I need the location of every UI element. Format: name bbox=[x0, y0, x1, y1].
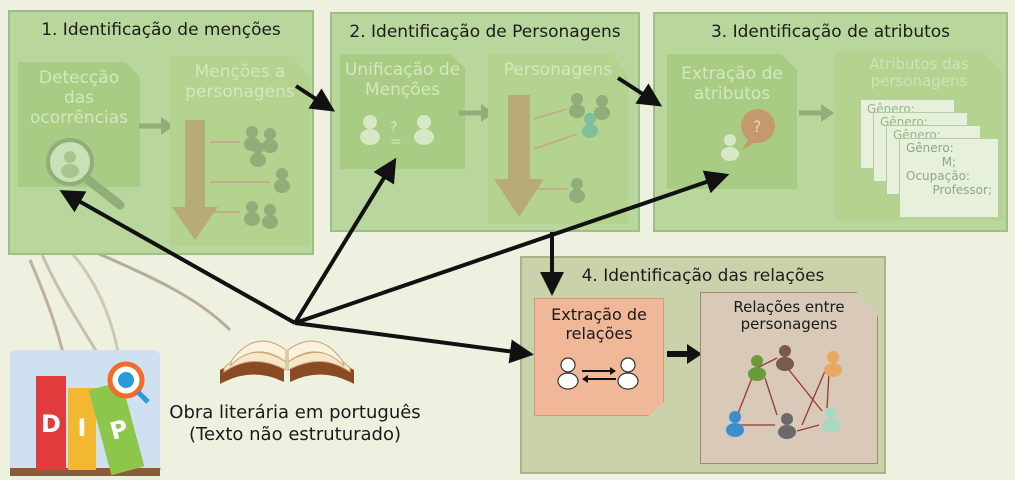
arrow-icon bbox=[459, 104, 494, 122]
logo-letter-i: I bbox=[77, 414, 87, 442]
logo-books-icon bbox=[10, 361, 160, 476]
panel-title: 3. Identificação de atributos bbox=[710, 22, 951, 42]
svg-text:=: = bbox=[390, 134, 402, 150]
dip-logo: D I P bbox=[10, 350, 160, 476]
arrow-icon bbox=[139, 117, 174, 135]
characters-people-icon bbox=[494, 93, 610, 217]
source-text-caption: Obra literária em português (Texto não e… bbox=[160, 402, 430, 446]
panel-title: 2. Identificação de Personagens bbox=[349, 22, 621, 42]
card-label: Detecção das ocorrências bbox=[29, 68, 129, 128]
card-relation-extraction: Extração de relações bbox=[534, 298, 664, 416]
attribute-label: Gênero: bbox=[906, 141, 954, 155]
panel-title: 4. Identificação das relações bbox=[581, 266, 825, 286]
mentions-people-icon bbox=[172, 120, 290, 240]
card-attribute-extraction: Extração de atributos bbox=[667, 54, 797, 189]
question-person-icon: ? bbox=[721, 109, 775, 161]
attribute-value: M; bbox=[941, 155, 957, 169]
arrow-icon bbox=[667, 344, 702, 364]
card-label: Extração de atributos bbox=[681, 64, 783, 104]
svg-text:?: ? bbox=[390, 120, 397, 136]
card-label: Menções a personagens bbox=[185, 62, 295, 102]
card-label: Atributos das personagens bbox=[869, 55, 969, 90]
relations-network-icon bbox=[726, 345, 842, 439]
svg-text:?: ? bbox=[753, 117, 762, 136]
panel-title: 1. Identificação de menções bbox=[41, 20, 281, 40]
panel-character-identification: 2. Identificação de Personagens Unificaç… bbox=[330, 12, 640, 232]
card-label: Personagens bbox=[503, 60, 613, 80]
panel-mention-identification: 1. Identificação de menções Detecção das… bbox=[8, 10, 314, 255]
attribute-sheet-front: Gênero: M; Ocupação: Professor; bbox=[899, 138, 999, 218]
panel-attribute-identification: 3. Identificação de atributos Extração d… bbox=[653, 12, 1008, 232]
magnifier-icon bbox=[46, 138, 125, 210]
open-book-icon bbox=[220, 340, 354, 384]
unification-people-icon: ? = bbox=[360, 115, 434, 150]
card-label: Relações entre personagens bbox=[733, 298, 845, 333]
attribute-label: Ocupação: bbox=[906, 169, 970, 183]
arrow-icon bbox=[799, 104, 834, 122]
caption-line-1: Obra literária em português bbox=[169, 402, 421, 423]
caption-line-2: (Texto não estruturado) bbox=[188, 424, 401, 445]
logo-letter-d: D bbox=[41, 410, 61, 438]
relation-people-icon bbox=[557, 357, 639, 390]
panel-relation-identification: 4. Identificação das relações Extração d… bbox=[520, 256, 886, 474]
card-mention-unification: Unificação de Menções bbox=[340, 54, 465, 169]
card-label: Extração de relações bbox=[551, 305, 647, 343]
attribute-value: Professor; bbox=[932, 183, 992, 197]
card-label: Unificação de Menções bbox=[344, 60, 461, 100]
